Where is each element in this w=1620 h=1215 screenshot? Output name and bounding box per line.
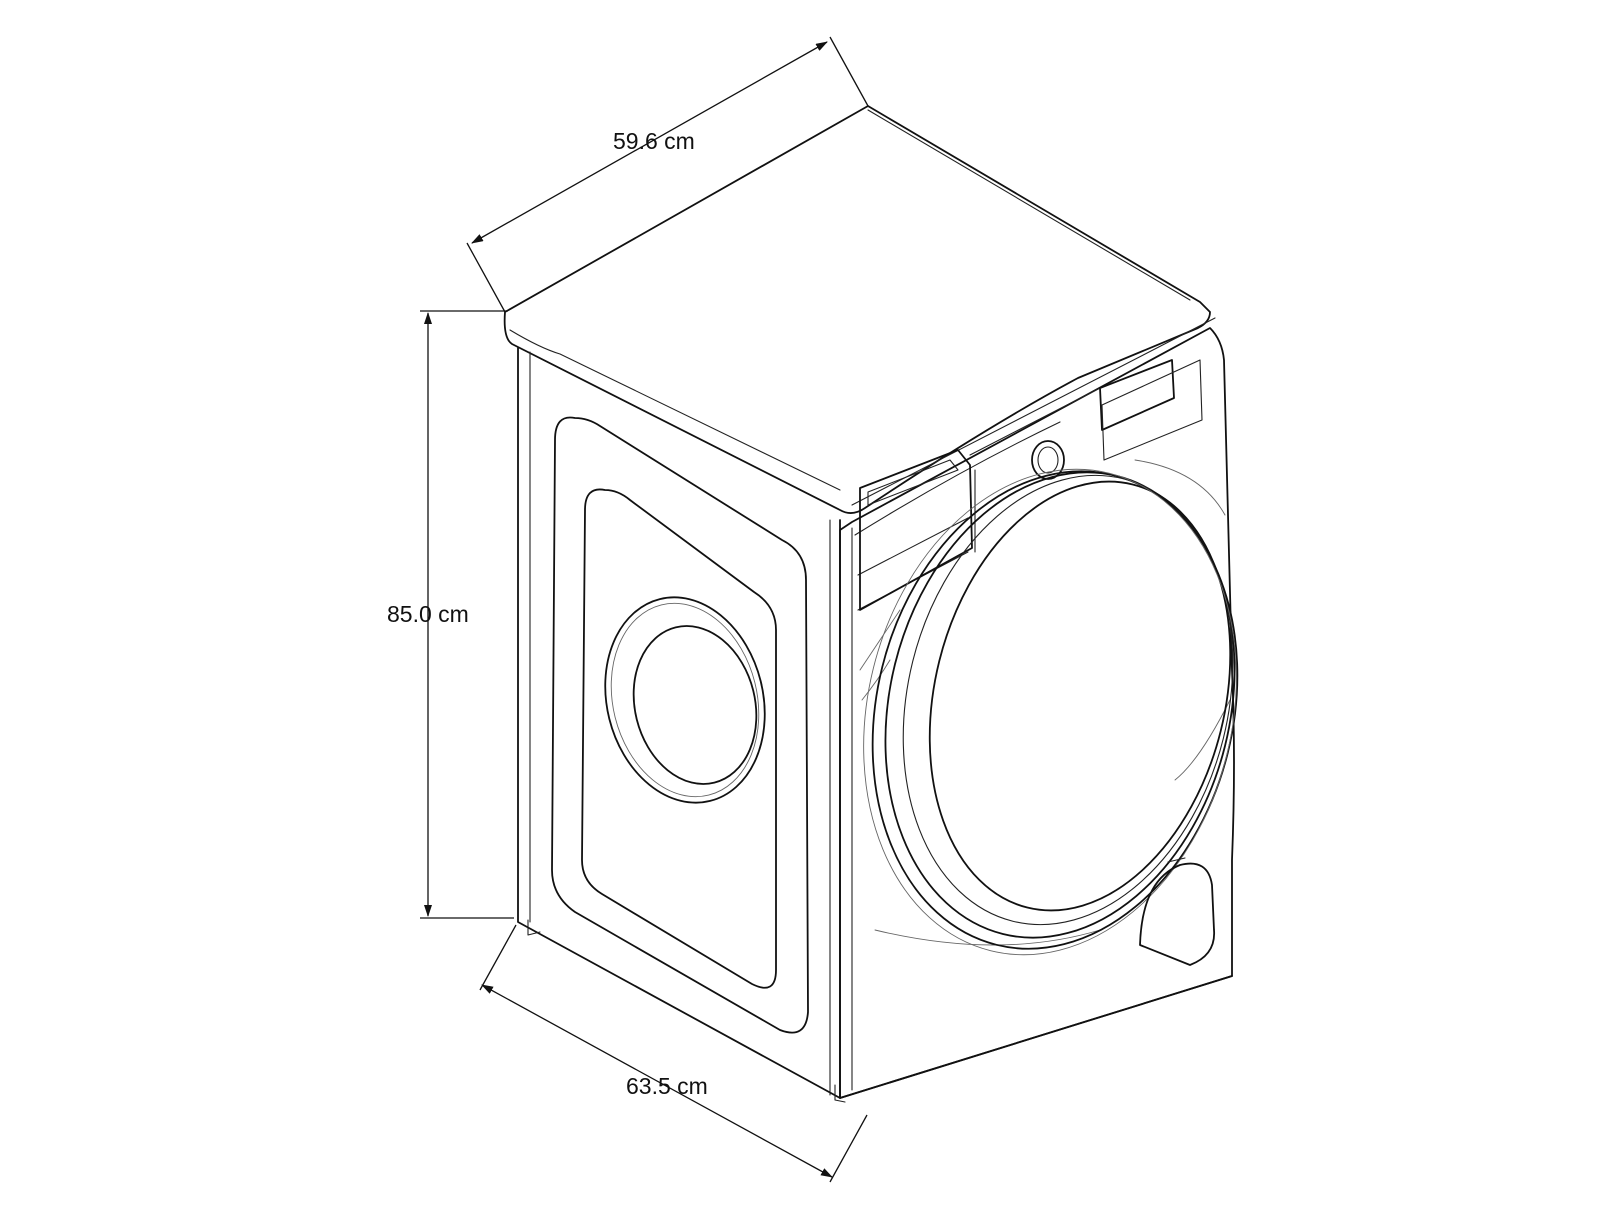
height-label: 85.0 cm — [387, 601, 469, 627]
front-panel — [839, 327, 1235, 1099]
service-hatch — [1139, 862, 1215, 966]
door-ring-3 — [902, 474, 1234, 926]
door-outer-ring — [871, 470, 1239, 950]
side-recess-inner — [581, 488, 777, 989]
side-panel — [517, 347, 841, 1099]
side-port-outer — [604, 596, 766, 804]
display-screen — [1099, 359, 1175, 431]
dimension-height: 85.0 cm — [387, 310, 514, 919]
side-port-inner — [632, 625, 758, 785]
dimension-depth: 63.5 cm — [479, 924, 868, 1183]
depth-label: 63.5 cm — [626, 1073, 708, 1099]
control-panel — [851, 317, 1216, 506]
washing-machine — [503, 105, 1239, 1103]
base-bottom — [839, 975, 1233, 1099]
door-glass — [928, 480, 1232, 912]
width-label: 59.6 cm — [613, 128, 695, 154]
dimension-width: 59.6 cm — [466, 36, 869, 313]
detergent-drawer — [859, 449, 973, 611]
door-ring-2 — [884, 471, 1236, 939]
